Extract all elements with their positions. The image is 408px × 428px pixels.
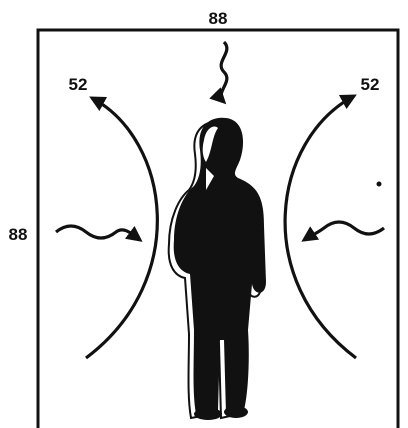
- left-value-label: 88: [9, 225, 28, 244]
- upper-right-value-label: 52: [361, 75, 380, 94]
- top-incoming-wavy-arrow: [209, 40, 229, 105]
- room-outline: [36, 28, 400, 428]
- left-outgoing-arc-arrow: [85, 96, 159, 360]
- left-incoming-wavy-arrow: [55, 224, 143, 242]
- upper-left-value-label: 52: [69, 75, 88, 94]
- right-outgoing-arc-arrow: [283, 94, 357, 360]
- top-value-label: 88: [209, 9, 228, 28]
- human-silhouette: [167, 117, 266, 420]
- right-incoming-wavy-arrow: [301, 220, 385, 242]
- speck-dot: [376, 181, 382, 187]
